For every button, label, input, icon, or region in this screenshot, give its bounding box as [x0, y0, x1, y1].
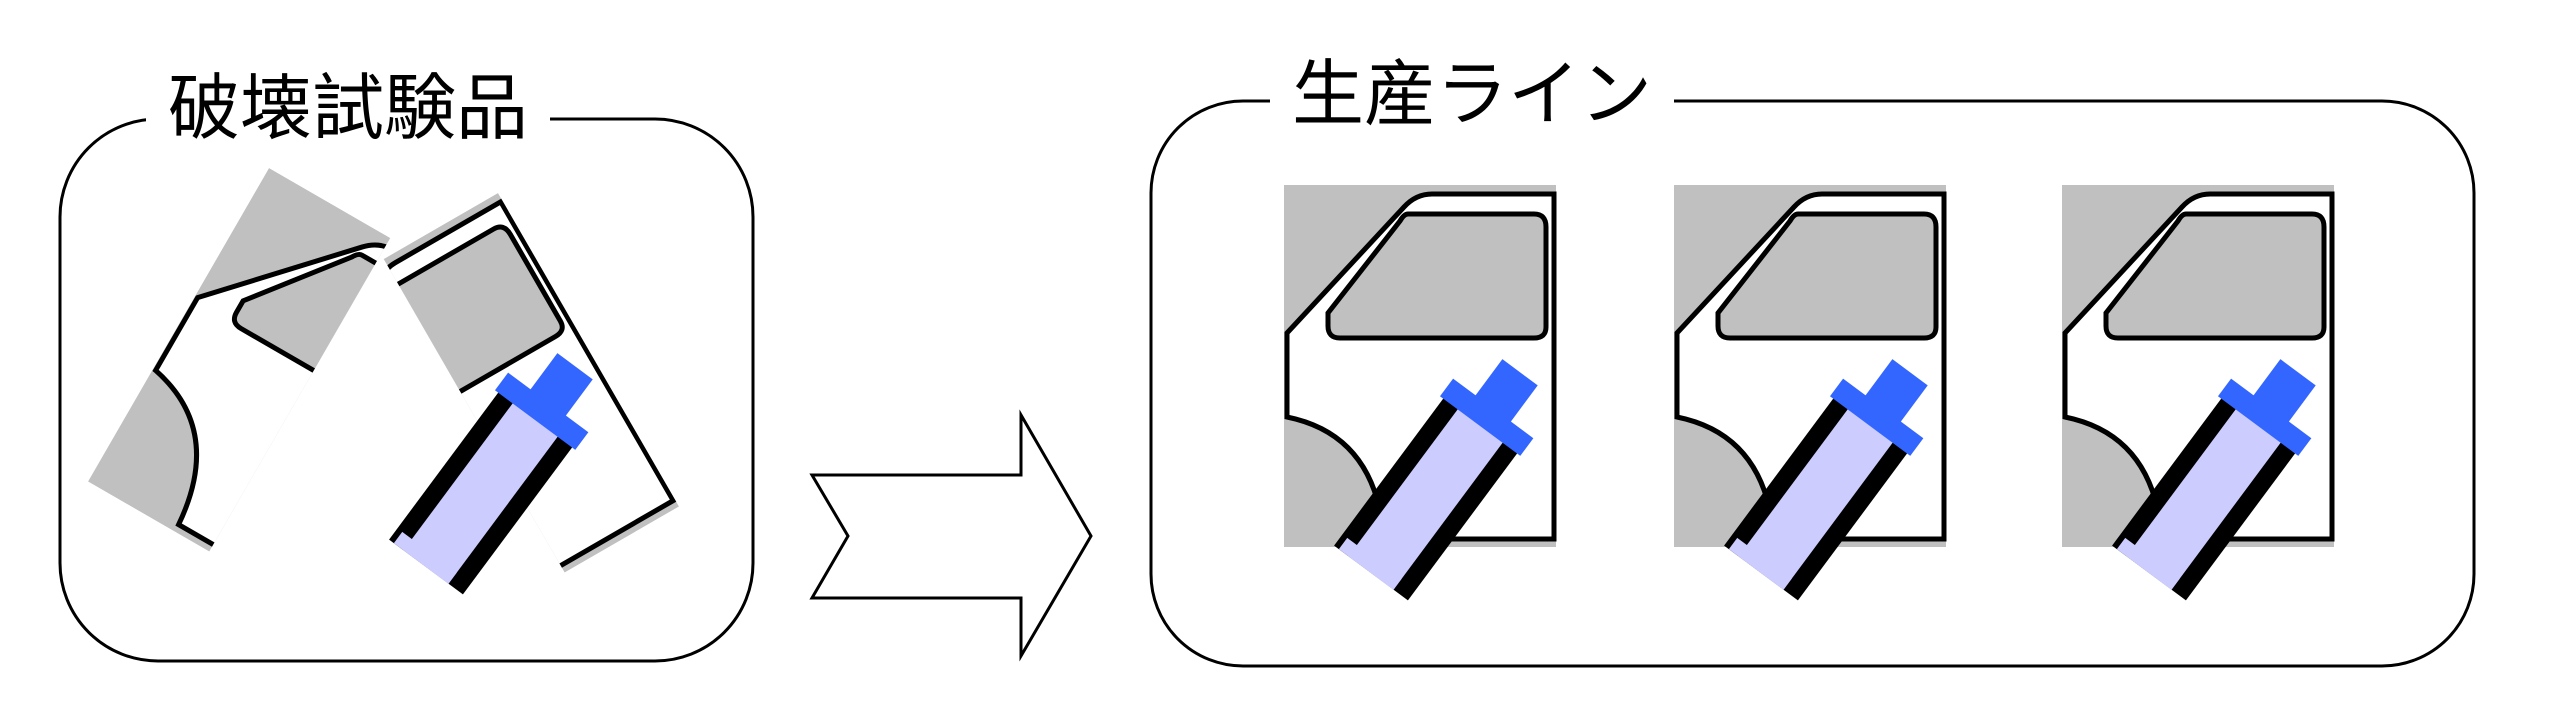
door-3: [2062, 185, 2339, 603]
door-2: [1674, 185, 1951, 603]
door-1: [1284, 185, 1561, 603]
right-arrow-icon: [809, 409, 1093, 662]
production-line-title: 生産ライン: [1270, 58, 1675, 130]
production-line-panel: [1149, 99, 2476, 668]
destructive-test-title: 破壊試験品: [146, 72, 551, 144]
